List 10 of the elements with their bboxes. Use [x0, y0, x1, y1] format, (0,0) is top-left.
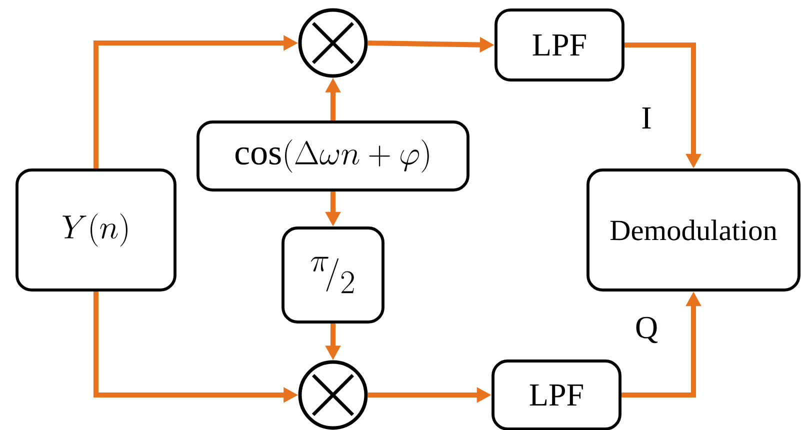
filter-box: LPF: [494, 8, 624, 82]
filter-box: LPF: [492, 360, 622, 430]
multiplier-symbol: [298, 360, 368, 430]
edge-label: Q: [634, 315, 660, 345]
signal-box: $Y(n)$: [16, 168, 176, 292]
demodulator-box: Demodulation: [586, 168, 800, 292]
oscillator-box: $\cos(\Delta\omega n+\varphi)$: [196, 120, 470, 192]
phase-shift-box: ${}^{\pi}\!\big/_{2}$: [282, 226, 384, 324]
multiplier-symbol: [298, 8, 368, 78]
edge-label: I: [640, 106, 654, 130]
